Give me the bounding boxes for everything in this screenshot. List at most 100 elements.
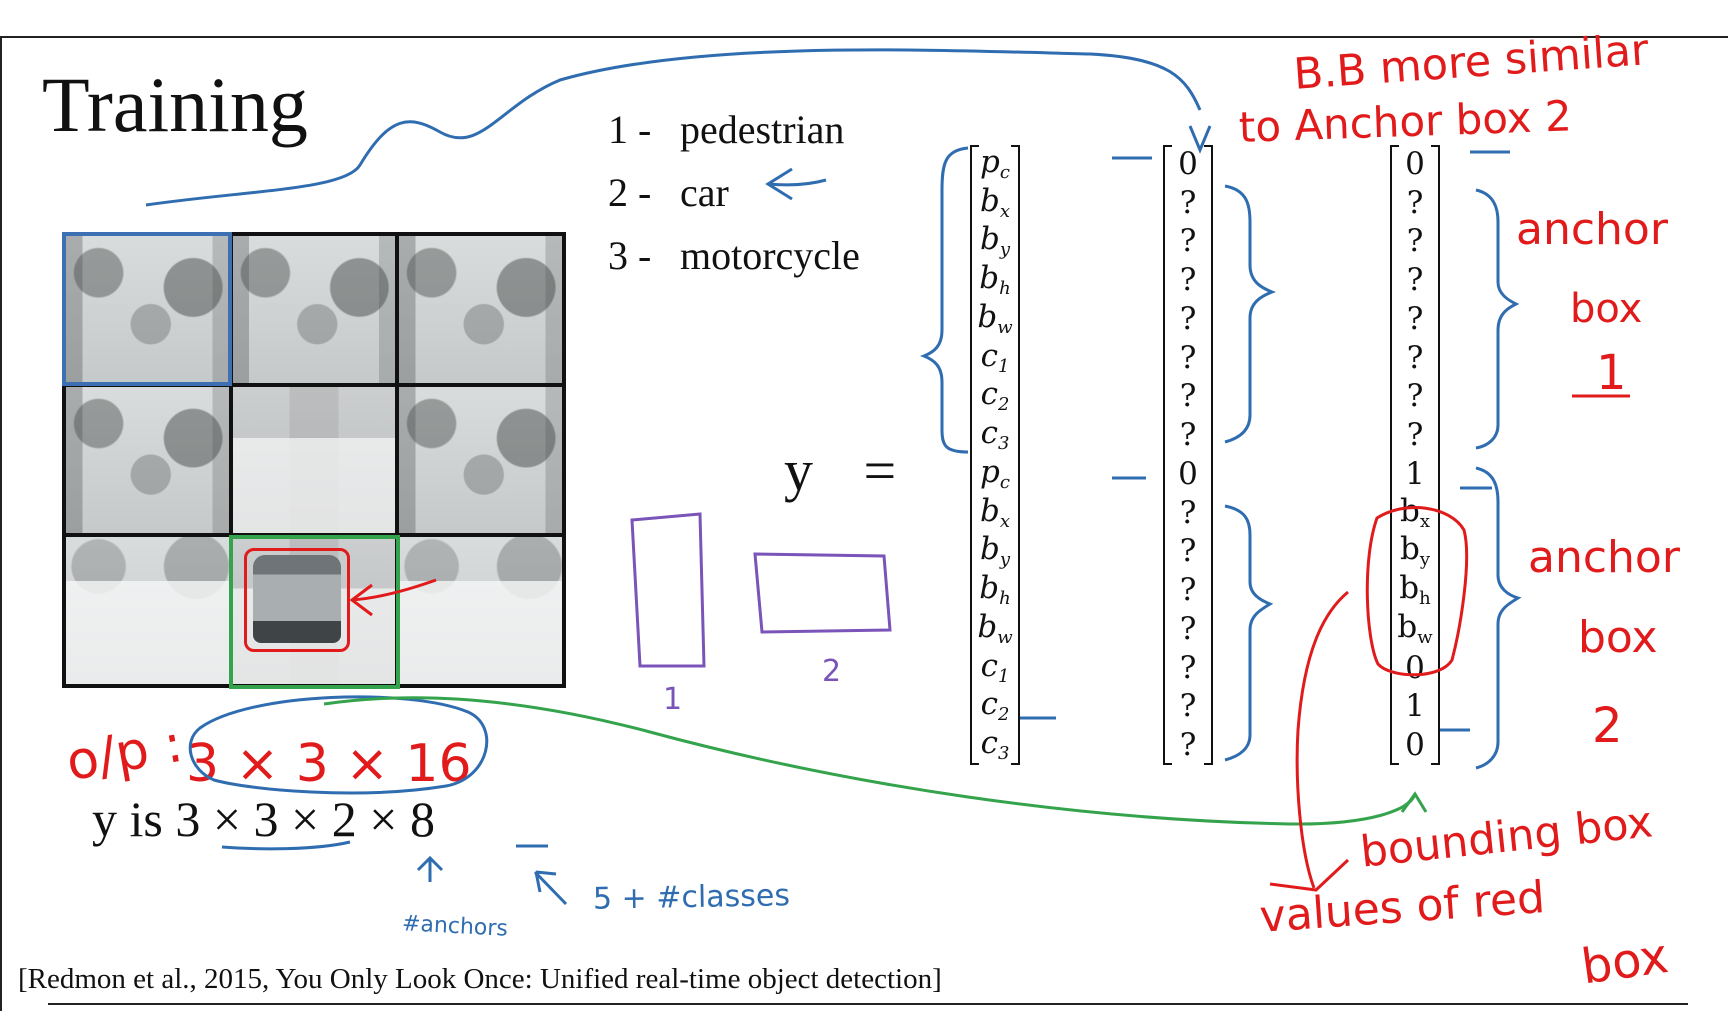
- vector-main-symbol: b: [1399, 570, 1420, 607]
- label-vector-entry: bh: [979, 573, 1010, 608]
- vector-subscript: w: [997, 626, 1013, 648]
- middle-vector-entry: ?: [1179, 262, 1197, 299]
- vector-subscript: w: [997, 316, 1013, 338]
- vector-subscript: 2: [997, 704, 1010, 726]
- vector-subscript: x: [999, 510, 1010, 532]
- vector-main-symbol: b: [979, 182, 1000, 219]
- vector-main-symbol: b: [977, 608, 998, 645]
- right-vector-entry: 0: [1405, 145, 1425, 182]
- grid-cell: [66, 386, 229, 534]
- vector-subscript: 1: [997, 355, 1010, 377]
- middle-vector-entry: ?: [1179, 184, 1197, 221]
- vector-main-symbol: c: [980, 725, 998, 762]
- right-vector-entry: ?: [1407, 226, 1424, 257]
- right-vector-entry: bw: [1397, 608, 1432, 647]
- vector-main-symbol: ?: [1406, 417, 1424, 454]
- annotation-text: box: [1570, 286, 1643, 332]
- right-vector-entry: ?: [1406, 300, 1424, 337]
- class-number: 1 -: [608, 107, 652, 152]
- citation: [Redmon et al., 2015, You Only Look Once…: [18, 963, 942, 995]
- class-number: 3 -: [608, 233, 652, 278]
- vector-main-symbol: 0: [1405, 727, 1425, 764]
- grid-cell: [66, 537, 229, 684]
- vector-main-symbol: c: [980, 415, 998, 452]
- vector-subscript: h: [1419, 588, 1431, 610]
- vector-subscript: 2: [997, 394, 1010, 416]
- grid-cell: [232, 236, 396, 383]
- middle-vector-entry: ?: [1179, 339, 1197, 376]
- grid-cell: [66, 236, 229, 383]
- middle-vector-entry: ?: [1179, 649, 1197, 686]
- vector-main-symbol: b: [977, 298, 998, 335]
- vector-main-symbol: ?: [1406, 300, 1424, 337]
- label-vector-entry: bw: [977, 298, 1013, 338]
- vector-subscript: c: [999, 471, 1010, 493]
- vector-main-symbol: p: [980, 453, 1000, 490]
- label-vector-entry: c1: [981, 340, 1010, 377]
- vector-subscript: c: [999, 161, 1010, 183]
- right-vector-entry: ?: [1406, 339, 1424, 376]
- label-vector-entry: c3: [981, 728, 1010, 763]
- vector-main-symbol: ?: [1406, 378, 1424, 415]
- anchor-cell-highlight-blue: [62, 232, 232, 386]
- slide-frame: [0, 36, 1728, 1011]
- class-row-car: 2 - car: [608, 161, 860, 224]
- middle-vector-entry: ?: [1179, 300, 1197, 337]
- vector-subscript: h: [999, 278, 1011, 300]
- middle-vector-entry: ?: [1179, 533, 1197, 570]
- annotation-text: anchor: [1528, 532, 1680, 583]
- vector-main-symbol: b: [1397, 608, 1418, 645]
- annotation-text: anchor: [1516, 204, 1668, 255]
- annotation-text: 5 + #classes: [592, 878, 791, 917]
- annotation-text: box: [1578, 927, 1672, 996]
- middle-vector-entry: ?: [1179, 494, 1197, 531]
- middle-vector-entry: ?: [1179, 417, 1197, 454]
- class-label: pedestrian: [680, 107, 845, 152]
- right-vector-entry: 1: [1405, 691, 1425, 722]
- vector-main-symbol: b: [1399, 492, 1420, 529]
- vector-subscript: x: [1419, 510, 1430, 532]
- middle-vector-entry: 0: [1178, 145, 1198, 182]
- vector-subscript: y: [999, 549, 1011, 571]
- grid-cell: [232, 386, 396, 534]
- vector-subscript: 3: [997, 743, 1010, 765]
- class-label: motorcycle: [680, 233, 860, 278]
- label-vector-entry: c1: [981, 650, 1010, 686]
- annotation-text: 3 × 3 × 16: [186, 734, 472, 794]
- label-vector-entry: bh: [979, 263, 1010, 298]
- right-vector-entry: ?: [1407, 187, 1424, 219]
- car-image: [253, 555, 341, 643]
- target-values-vector-example: 0???????0???????: [1163, 145, 1213, 765]
- class-list: 1 - pedestrian 2 - car 3 - motorcycle: [608, 98, 860, 287]
- right-vector-entry: ?: [1407, 420, 1424, 451]
- vector-main-symbol: b: [979, 492, 1000, 529]
- right-vector-entry: ?: [1407, 381, 1424, 412]
- right-vector-entry: ?: [1407, 265, 1424, 296]
- vector-main-symbol: ?: [1406, 262, 1424, 299]
- label-vector-entry: pc: [980, 453, 1010, 493]
- ground-truth-cell-highlight: [229, 535, 400, 689]
- label-vector-entry: by: [980, 224, 1010, 259]
- class-number: 2 -: [608, 170, 652, 215]
- vector-main-symbol: b: [979, 570, 1000, 607]
- bottom-rule: [48, 1003, 1688, 1005]
- vector-main-symbol: c: [980, 686, 998, 723]
- right-vector-entry: bh: [1399, 573, 1430, 608]
- label-vector-entry: c2: [981, 689, 1010, 724]
- vector-subscript: 3: [997, 433, 1010, 455]
- vector-main-symbol: ?: [1406, 339, 1424, 376]
- middle-vector-entry: ?: [1179, 378, 1197, 415]
- vector-main-symbol: 0: [1405, 145, 1425, 182]
- right-vector-entry: by: [1400, 534, 1430, 569]
- class-label: car: [680, 170, 729, 215]
- right-vector-entry: 0: [1405, 730, 1425, 761]
- middle-vector-entry: ?: [1179, 572, 1197, 609]
- vector-subscript: h: [999, 588, 1011, 610]
- label-vector-entry: c3: [981, 418, 1010, 453]
- anchor-sketch-label: 2: [822, 654, 842, 689]
- vector-subscript: y: [1419, 549, 1431, 571]
- grid-cell: [399, 386, 562, 534]
- grid-cell: [399, 236, 562, 383]
- vector-main-symbol: p: [980, 143, 1000, 180]
